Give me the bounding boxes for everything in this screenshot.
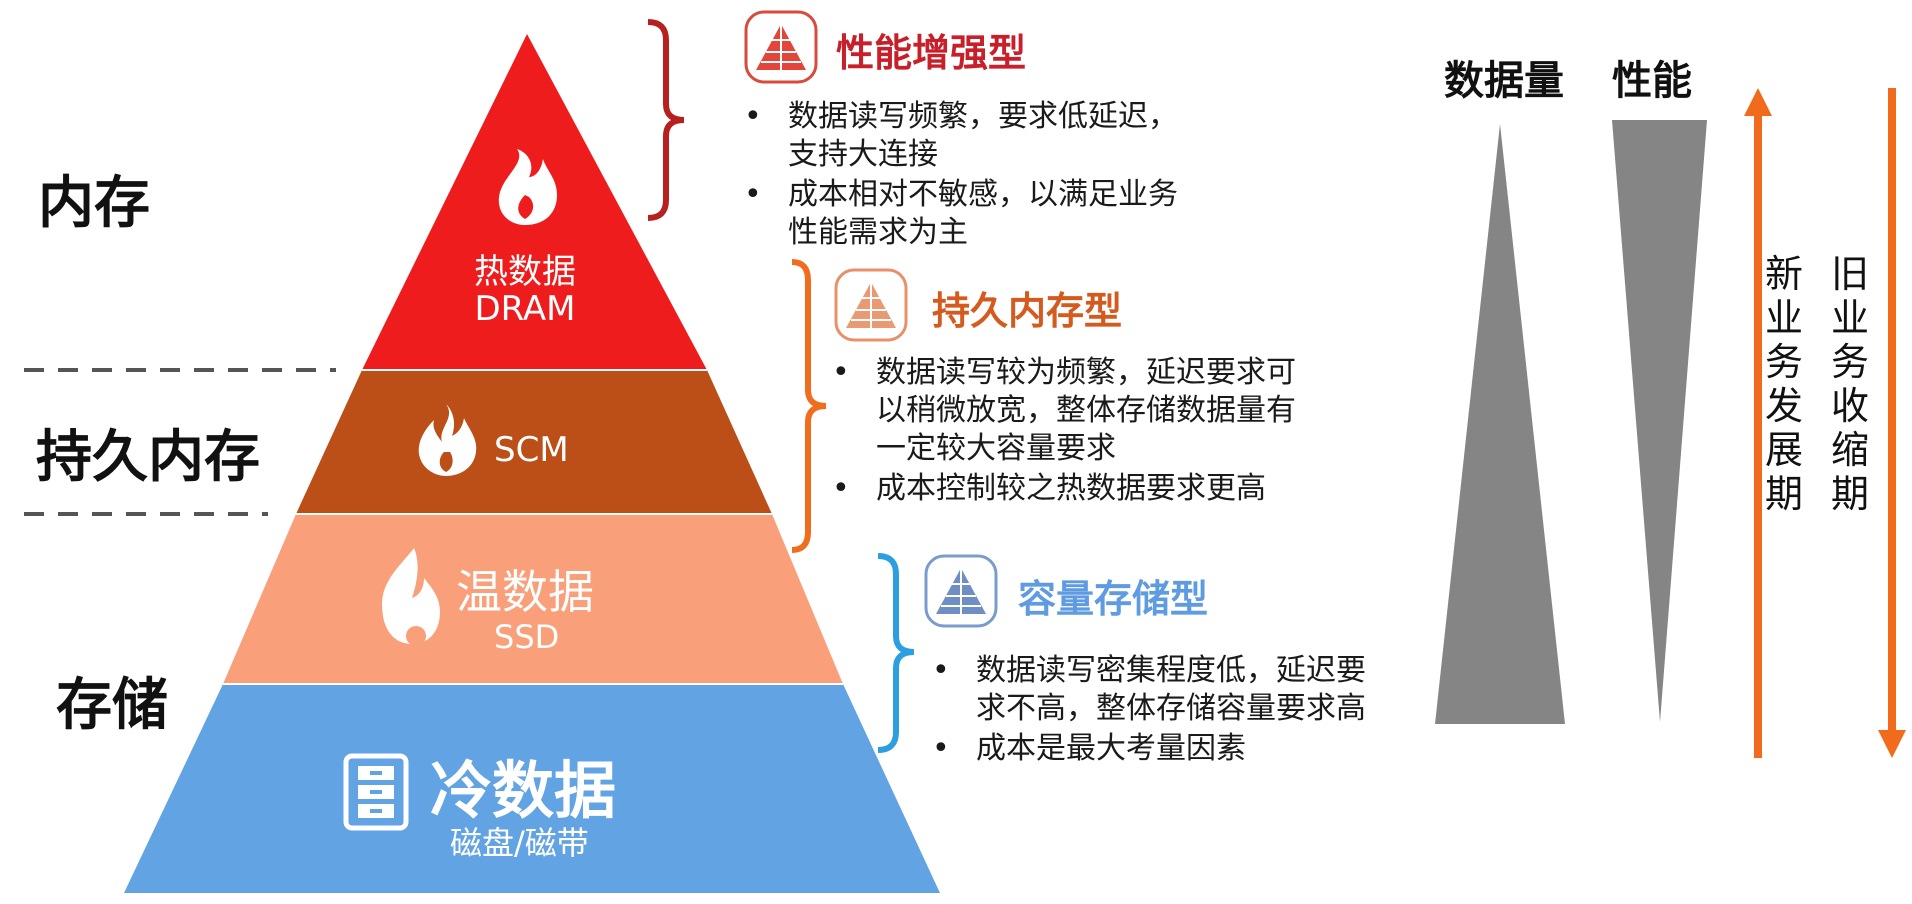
cabinet-icon <box>343 753 409 831</box>
data-volume-label: 数据量 <box>1444 58 1564 104</box>
tier-hot-subtitle: DRAM <box>474 289 576 329</box>
performance-label: 性能 <box>1612 58 1692 104</box>
performance-wedge <box>1612 120 1707 722</box>
label-persistent-memory: 持久内存 <box>36 425 260 490</box>
tier-scm-title: SCM <box>494 430 569 470</box>
tier-warm-subtitle: SSD <box>494 618 560 656</box>
tier-warm-title: 温数据 <box>456 565 594 619</box>
flame-icon <box>418 404 477 476</box>
tier-cold <box>124 684 940 893</box>
new-business-label: 新业务发展期 <box>1764 252 1803 516</box>
bracket-red <box>647 19 685 221</box>
arrow-down-icon <box>1878 730 1906 758</box>
tier-warm <box>223 514 843 684</box>
pyramid-icon <box>834 268 908 342</box>
bullet-item: 数据读写较为频繁，延迟要求可 以稍微放宽，整体存储数据量有 一定较大容量要求 <box>832 354 1412 468</box>
category-title-persistent: 持久内存型 <box>932 289 1123 333</box>
label-storage: 存储 <box>56 673 168 738</box>
fire-icon <box>498 149 557 225</box>
pyramid-icon <box>924 554 998 628</box>
bullet-item: 数据读写密集程度低，延迟要 求不高，整体存储容量要求高 <box>932 652 1492 728</box>
bracket-orange <box>791 259 827 553</box>
category-title-performance: 性能增强型 <box>836 31 1027 75</box>
arrow-up-icon <box>1744 88 1772 116</box>
label-memory: 内存 <box>38 171 150 236</box>
category-bullets-performance: 数据读写频繁，要求低延迟， 支持大连接 成本相对不敏感，以满足业务 性能需求为主 <box>744 98 1304 252</box>
bullet-item: 成本控制较之热数据要求更高 <box>832 470 1412 508</box>
tier-scm <box>296 370 772 514</box>
tier-hot-title: 热数据 <box>474 252 576 292</box>
bullet-item: 成本相对不敏感，以满足业务 性能需求为主 <box>744 176 1304 252</box>
category-title-capacity: 容量存储型 <box>1018 577 1209 621</box>
warm-flame-icon <box>382 548 440 646</box>
old-business-label: 旧业务收缩期 <box>1830 252 1869 516</box>
data-volume-wedge <box>1435 124 1565 724</box>
bracket-blue <box>877 553 915 753</box>
bullet-item: 数据读写频繁，要求低延迟， 支持大连接 <box>744 98 1304 174</box>
tier-cold-subtitle: 磁盘/磁带 <box>450 824 589 862</box>
pyramid-icon <box>744 10 818 84</box>
category-bullets-persistent: 数据读写较为频繁，延迟要求可 以稍微放宽，整体存储数据量有 一定较大容量要求 成… <box>832 354 1412 508</box>
bullet-item: 成本是最大考量因素 <box>932 730 1492 768</box>
tier-cold-title: 冷数据 <box>430 754 617 827</box>
category-bullets-capacity: 数据读写密集程度低，延迟要 求不高，整体存储容量要求高 成本是最大考量因素 <box>932 652 1492 768</box>
